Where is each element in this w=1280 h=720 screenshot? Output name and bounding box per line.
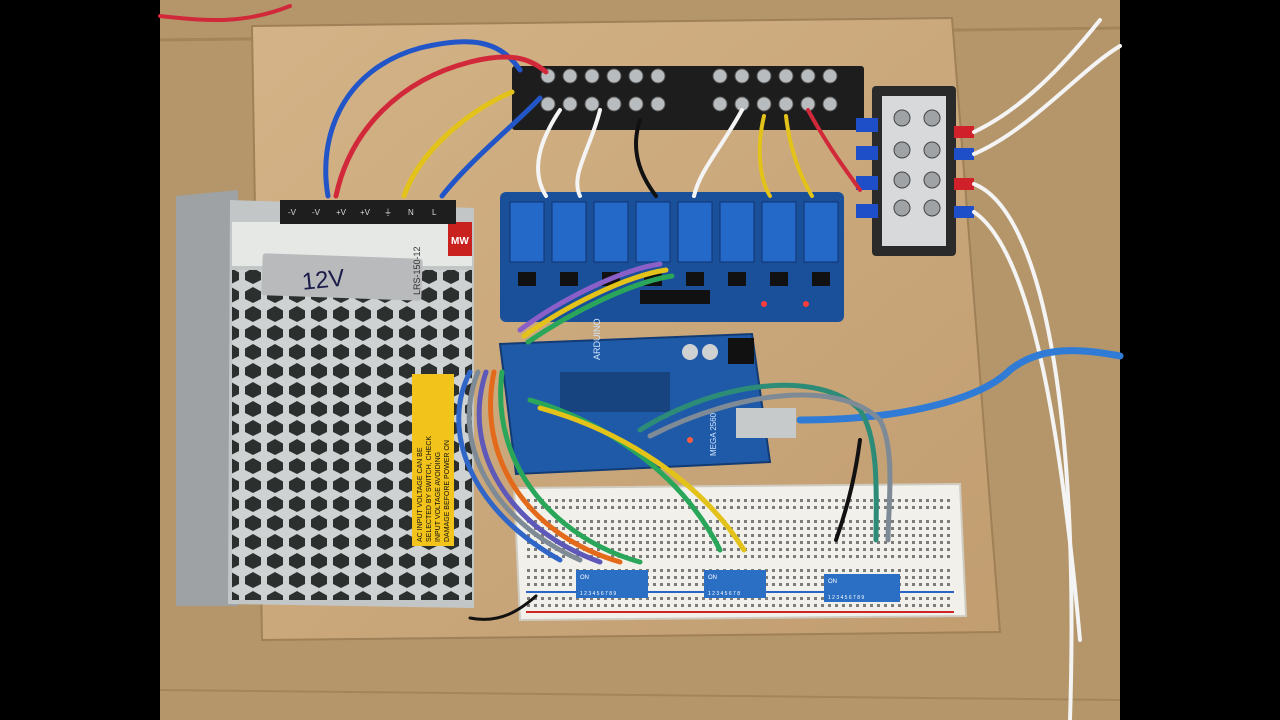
svg-text:L: L xyxy=(432,208,437,217)
terminal-strip-top xyxy=(512,66,864,130)
svg-text:⏚: ⏚ xyxy=(384,208,392,217)
svg-text:-V: -V xyxy=(312,208,321,217)
dip-switch-2[interactable]: ON 1 2 3 4 5 6 7 8 xyxy=(704,570,766,598)
letterbox-right xyxy=(1120,0,1280,720)
svg-text:ON: ON xyxy=(828,579,837,585)
relay-board xyxy=(500,192,844,322)
psu-model: LRS-150-12 xyxy=(412,246,422,295)
svg-text:ON: ON xyxy=(708,575,717,581)
svg-text:N: N xyxy=(408,208,414,217)
arduino-board: ARDUINO MEGA 2560 xyxy=(498,318,796,476)
letterbox-left xyxy=(0,0,160,720)
arduino-brand: ARDUINO xyxy=(592,318,602,360)
psu-brand: MW xyxy=(451,236,469,247)
psu-tape xyxy=(261,253,423,301)
psu-tape-label: 12V xyxy=(301,265,346,296)
svg-text:AC INPUT VOLTAGE CAN BE: AC INPUT VOLTAGE CAN BE xyxy=(417,447,424,542)
power-supply: 12V MW LRS-150-12 -V -V +V +V ⏚ N L AC I… xyxy=(176,190,474,608)
svg-text:SELECTED BY SWITCH, CHECK: SELECTED BY SWITCH, CHECK xyxy=(426,436,433,542)
svg-text:DAMAGE BEFORE POWER ON: DAMAGE BEFORE POWER ON xyxy=(444,440,451,542)
svg-text:1 2 3 4 5 6 7 8: 1 2 3 4 5 6 7 8 xyxy=(708,591,740,597)
terminal-block-right xyxy=(856,86,974,256)
svg-text:-V: -V xyxy=(288,208,297,217)
psu-warning-label: AC INPUT VOLTAGE CAN BE SELECTED BY SWIT… xyxy=(412,374,454,546)
psu-terminals: -V -V +V +V ⏚ N L xyxy=(280,200,456,224)
arduino-model: MEGA 2560 xyxy=(709,412,718,456)
dip-switch-1[interactable]: ON 1 2 3 4 5 6 7 8 9 xyxy=(576,570,648,598)
svg-text:INPUT VOLTAGE AVOIDING: INPUT VOLTAGE AVOIDING xyxy=(435,452,442,542)
svg-text:ON: ON xyxy=(580,575,589,581)
wires xyxy=(158,4,1124,720)
svg-text:1 2 3 4 5 6 7 8 9: 1 2 3 4 5 6 7 8 9 xyxy=(580,591,616,597)
dip-switch-3[interactable]: ON 1 2 3 4 5 6 7 8 9 xyxy=(824,574,900,602)
svg-text:+V: +V xyxy=(360,208,371,217)
svg-text:+V: +V xyxy=(336,208,347,217)
svg-text:1 2 3 4 5 6 7 8 9: 1 2 3 4 5 6 7 8 9 xyxy=(828,595,864,601)
